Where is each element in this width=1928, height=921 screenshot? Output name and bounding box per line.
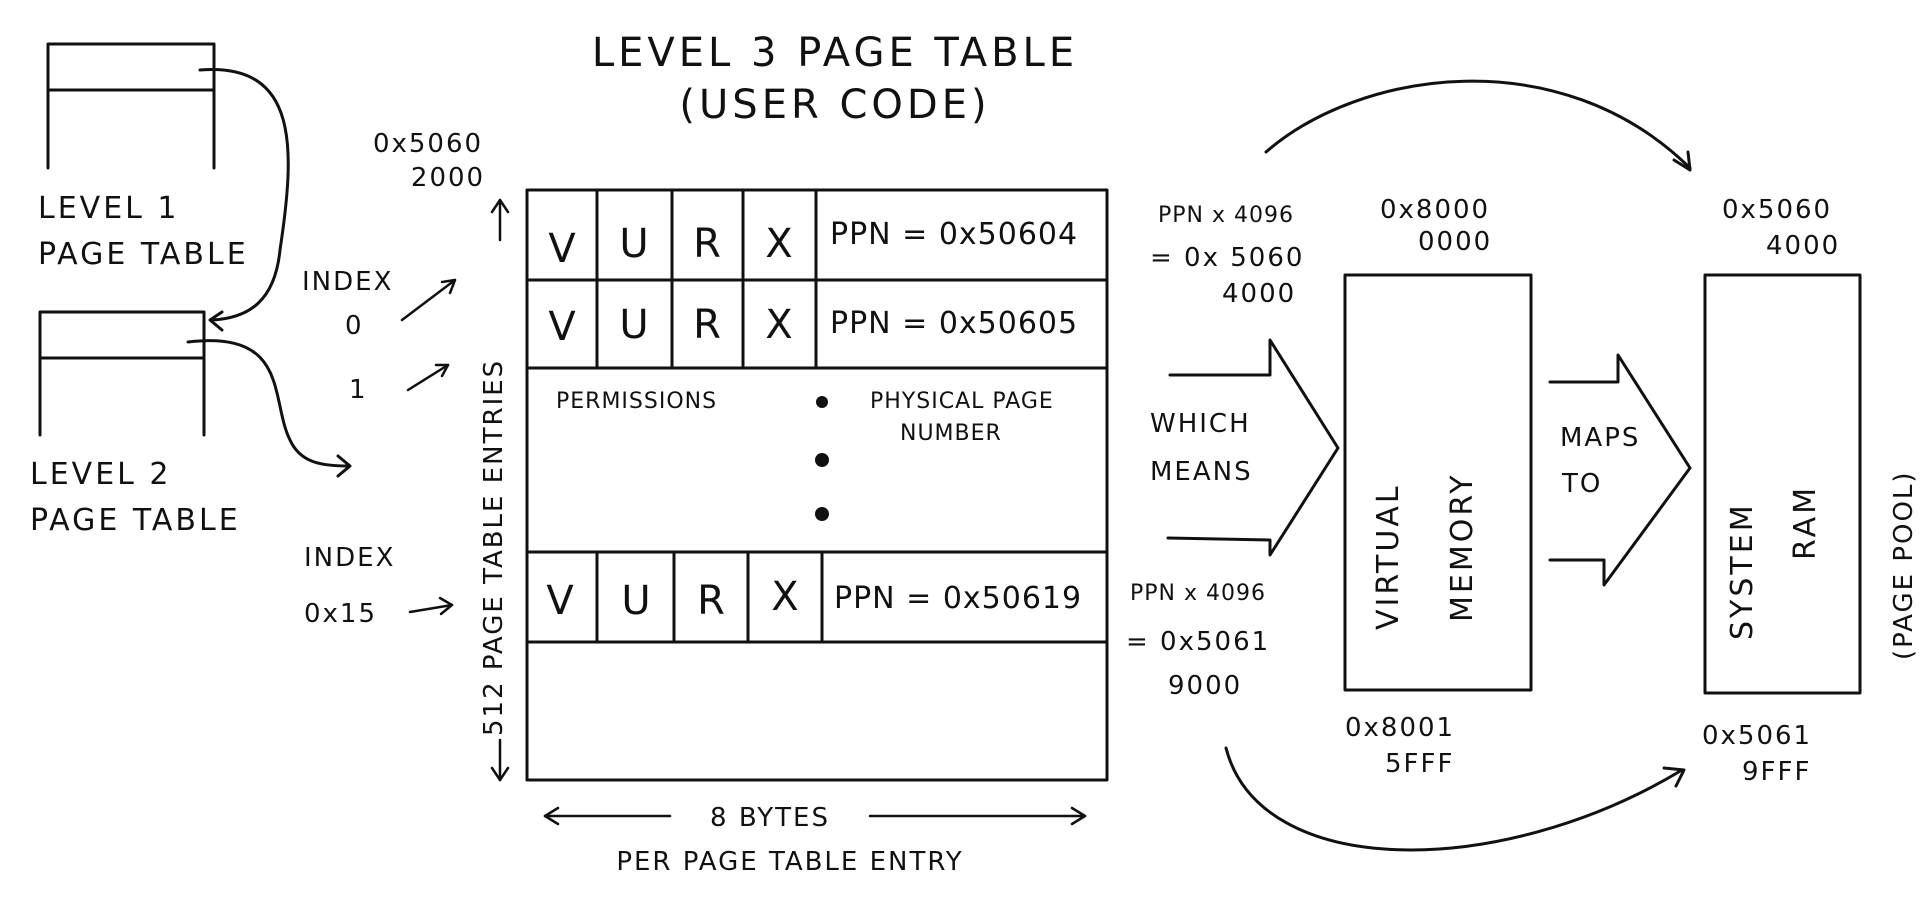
index-zero: 0 [345,311,364,341]
flag-read: R [693,302,721,348]
index-zero-arrow [400,278,457,322]
ellipsis-dot-2 [815,453,829,467]
system-ram-word2: RAM [1788,485,1823,560]
flag-execute: X [771,574,798,620]
calc-top-line3: 4000 [1222,279,1296,309]
maps-to-line2: TO [1561,469,1602,499]
index-one: 1 [349,375,368,405]
pte-row: V U R X PPN = 0x50604 [548,217,1078,272]
system-ram-box [1703,273,1862,695]
top-curved-arrowhead [1672,150,1692,172]
level2-to-level3-pointer [186,339,350,468]
maps-to-line1: MAPS [1560,423,1640,453]
bytes-per-entry-label: PER PAGE TABLE ENTRY [616,847,963,877]
index-word-top: INDEX [302,267,393,297]
which-means-arrow [1166,338,1340,557]
flag-valid: V [548,226,576,272]
top-curved-arrow [1264,79,1692,170]
index-one-arrowhead [434,363,450,378]
index-word-bottom: INDEX [304,543,395,573]
flag-read: R [697,578,725,624]
ram-top-address-line2: 4000 [1766,231,1840,261]
calc-top-line1: PPN x 4096 [1158,203,1294,228]
level1-to-level2-pointer [198,68,290,322]
ppn-value: PPN = 0x50605 [830,306,1078,341]
pte-row: V U R X PPN = 0x50605 [548,302,1078,350]
index-one-arrow [406,363,450,392]
ppn-value: PPN = 0x50604 [830,217,1078,252]
index-15-arrow [408,603,454,614]
virtual-memory-box [1343,273,1533,692]
flag-valid: V [548,304,576,350]
virtual-bottom-address-line1: 0x8001 [1345,713,1455,743]
physical-page-note-line2: NUMBER [900,421,1002,446]
calc-bottom-line3: 9000 [1168,671,1242,701]
which-means-line2: MEANS [1150,457,1253,487]
level2-label-line1: LEVEL 2 [30,457,171,492]
bytes-arrowhead-right [1070,806,1087,826]
level1-to-level2-arrowhead [208,310,224,332]
ram-bottom-address-line1: 0x5061 [1702,721,1812,751]
virtual-top-address-line2: 0000 [1418,227,1492,257]
bottom-curved-arrowhead [1662,766,1686,788]
virtual-memory-word1: VIRTUAL [1371,483,1406,630]
level3-page-table [525,188,1109,782]
which-means-line1: WHICH [1150,409,1251,439]
calc-bottom-line2: = 0x5061 [1126,627,1270,657]
index-zero-arrowhead [440,278,457,295]
pte-row: V U R X PPN = 0x50619 [546,574,1082,624]
system-ram-word1: SYSTEM [1725,502,1760,640]
table-base-address-line1: 0x5060 [373,129,483,159]
flag-execute: X [765,302,792,348]
flag-read: R [693,221,721,267]
bottom-curved-arrow [1224,746,1684,852]
flag-user: U [619,302,648,348]
entries-arrowhead-down [490,766,510,782]
diagram-title-line2: (USER CODE) [679,82,990,128]
permissions-note: PERMISSIONS [556,389,717,414]
calc-top-line2: = 0x 5060 [1150,243,1304,273]
level2-table-outline [38,310,206,437]
flag-valid: V [546,578,574,624]
flag-user: U [621,578,650,624]
entries-count-label: 512 PAGE TABLE ENTRIES [479,359,509,736]
level1-label-line2: PAGE TABLE [38,237,249,272]
virtual-top-address-line1: 0x8000 [1380,195,1490,225]
maps-to-arrow [1548,353,1692,587]
level2-to-level3-arrowhead [336,454,352,478]
virtual-bottom-address-line2: 5FFF [1385,749,1454,779]
ram-top-address-line1: 0x5060 [1722,195,1832,225]
level1-table-outline [46,42,216,170]
level1-label-line1: LEVEL 1 [38,191,179,226]
ppn-value: PPN = 0x50619 [834,581,1082,616]
table-base-address-line2: 2000 [411,163,485,193]
calc-bottom-line1: PPN x 4096 [1130,581,1266,606]
level2-label-line2: PAGE TABLE [30,503,241,538]
page-pool-label: (PAGE POOL) [1889,470,1919,660]
ellipsis-dot-1 [816,396,828,408]
index-hex-15: 0x15 [304,599,377,629]
virtual-memory-word2: MEMORY [1445,472,1480,622]
ellipsis-dot-3 [815,507,829,521]
level2-page-table: LEVEL 2 PAGE TABLE [30,310,241,538]
bytes-label: 8 BYTES [710,803,830,833]
index-15-arrowhead [438,596,454,616]
entries-arrowhead-up [490,198,510,214]
diagram-title-line1: LEVEL 3 PAGE TABLE [592,30,1078,76]
flag-user: U [619,221,648,267]
bytes-arrowhead-left [543,806,560,826]
ram-bottom-address-line2: 9FFF [1742,757,1811,787]
level1-page-table: LEVEL 1 PAGE TABLE [38,42,249,272]
physical-page-note-line1: PHYSICAL PAGE [870,389,1054,414]
flag-execute: X [765,221,792,267]
